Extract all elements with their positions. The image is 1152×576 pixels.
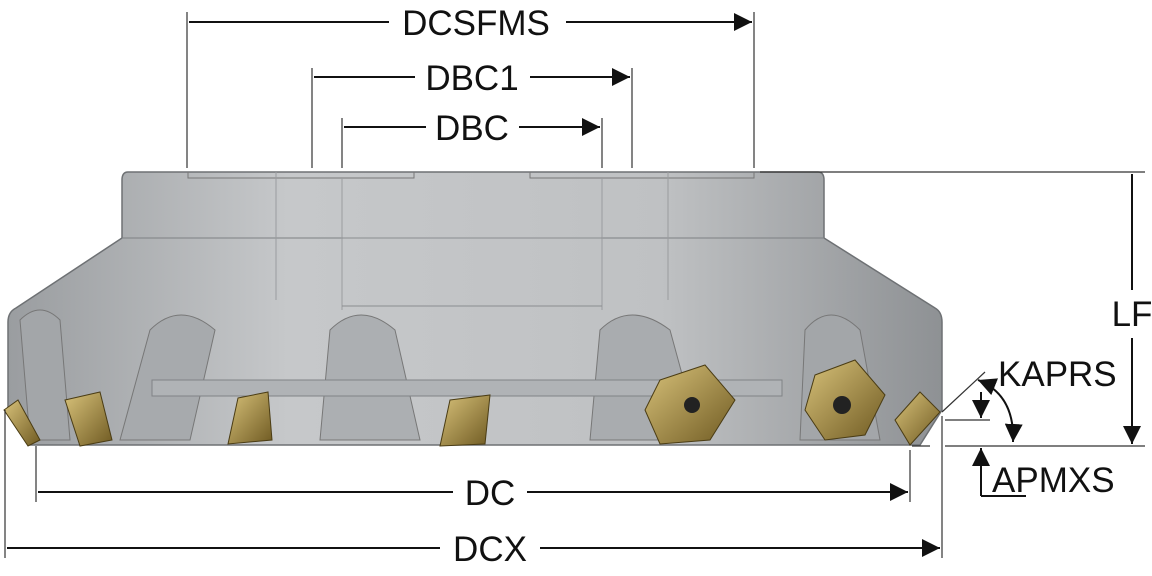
inserts: [3, 359, 941, 447]
insert: [227, 391, 273, 445]
insert: [64, 391, 113, 447]
label-dbc1: DBC1: [425, 59, 518, 98]
extension-lines: [4, 12, 1145, 558]
label-kaprs: KAPRS: [998, 355, 1117, 394]
cutter-body: [7, 171, 943, 446]
label-dcx: DCX: [453, 530, 527, 569]
label-dcsfms: DCSFMS: [402, 4, 550, 43]
label-dbc: DBC: [435, 109, 509, 148]
label-dc: DC: [465, 474, 516, 513]
insert: [894, 391, 941, 446]
insert: [439, 394, 491, 447]
label-lf: LF: [1112, 295, 1152, 334]
dimension-lines: [7, 22, 1132, 548]
label-apmxs: APMXS: [992, 461, 1115, 500]
insert: [3, 399, 41, 447]
